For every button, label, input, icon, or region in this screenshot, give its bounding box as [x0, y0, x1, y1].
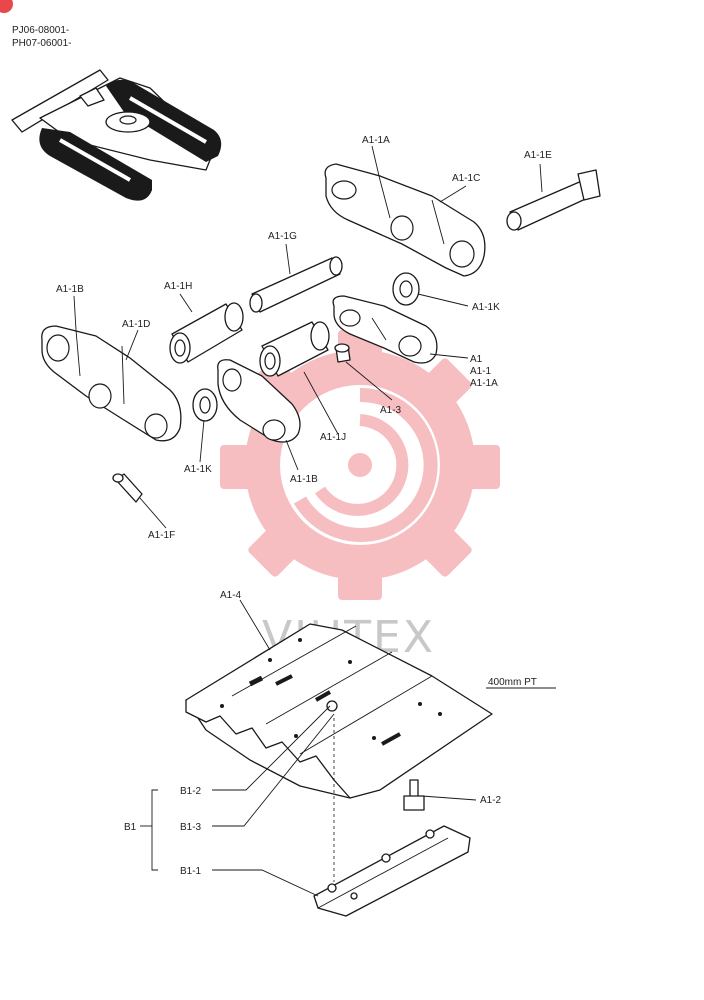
label-a1-1e: A1-1E	[524, 150, 552, 161]
track-link-a1-1a	[324, 163, 486, 277]
seal-ring-a1-1k-left	[192, 388, 218, 422]
track-link-a1-1b-left	[41, 325, 182, 442]
label-a1-1a: A1-1A	[362, 135, 390, 146]
label-a1-1h: A1-1H	[164, 281, 192, 292]
leader-lines	[73, 145, 556, 897]
label-a1: A1	[470, 354, 483, 365]
label-a1-1c: A1-1C	[452, 173, 480, 184]
label-a1-4: A1-4	[220, 590, 242, 601]
bolt-a1-3	[334, 343, 351, 363]
serial-range-1: PJ06-08001-	[12, 25, 69, 36]
label-b1-2: B1-2	[180, 786, 202, 797]
track-link-a1-1b-bottom	[217, 359, 301, 443]
hose-a1-1f	[112, 473, 143, 503]
bolt-a1-2	[403, 779, 425, 811]
label-b1-1: B1-1	[180, 866, 202, 877]
label-a1-2: A1-2	[480, 795, 502, 806]
bushing-a1-1h	[169, 302, 244, 364]
track-pin-a1-1e	[506, 169, 601, 231]
label-a1-1k-left: A1-1K	[184, 464, 212, 475]
nut-plate-b1-1	[313, 825, 471, 917]
label-a1-1j: A1-1J	[320, 432, 346, 443]
red-circle-icon	[0, 0, 13, 13]
label-b1-3: B1-3	[180, 822, 202, 833]
excavator-undercarriage-icon	[11, 69, 222, 201]
label-a1-1b-bottom: A1-1B	[290, 474, 318, 485]
label-a1-1d: A1-1D	[122, 319, 150, 330]
label-a1-1f: A1-1F	[148, 530, 175, 541]
label-shoe-spec: 400mm PT	[488, 677, 537, 688]
label-b1: B1	[124, 822, 137, 833]
serial-range-2: PH07-06001-	[12, 38, 71, 49]
track-link-a1	[332, 295, 438, 364]
label-a1-1: A1-1	[470, 366, 492, 377]
seal-ring-a1-1k-right	[392, 272, 420, 306]
label-a1-1k-right: A1-1K	[472, 302, 500, 313]
watermark-gear-icon	[220, 330, 500, 600]
label-a1-1g: A1-1G	[268, 231, 297, 242]
label-a1-1b-left: A1-1B	[56, 284, 84, 295]
label-a1-3: A1-3	[380, 405, 402, 416]
bushing-a1-1j	[259, 321, 330, 377]
label-a1-1a-2: A1-1A	[470, 378, 498, 389]
track-pin-a1-1g	[249, 256, 343, 313]
track-shoe-assembly-a1-4	[185, 623, 493, 799]
